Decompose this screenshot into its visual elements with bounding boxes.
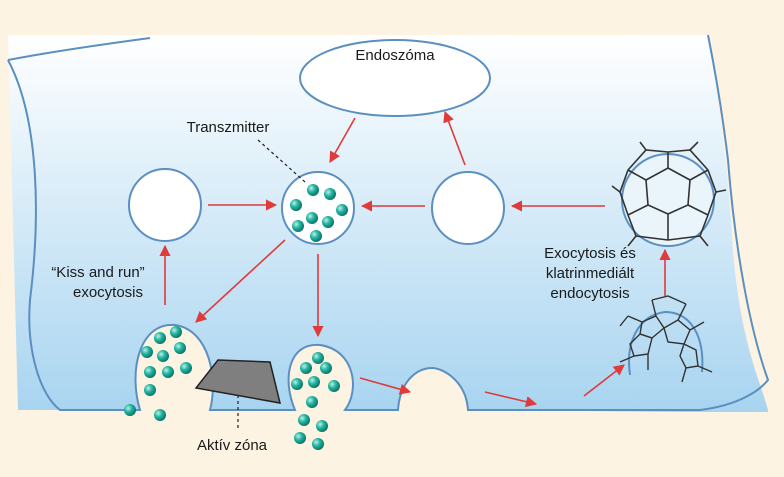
active-zone — [194, 359, 282, 404]
arrow-endosome-to-vesicle — [329, 117, 356, 163]
transmitter-pointer — [257, 139, 306, 183]
membrane-outline — [7, 34, 770, 411]
active-zone-label: Aktív zóna — [197, 437, 268, 454]
endosome-label: Endoszóma — [355, 47, 435, 64]
exo-endo-label-line1: Exocytosis és — [544, 245, 636, 262]
arrow-exo-to-dimple — [359, 377, 412, 395]
arrow-center-to-kiss — [195, 239, 286, 323]
arrow-dimple-to-pit — [484, 391, 538, 408]
kiss-and-run-label-line1: “Kiss and run” — [51, 264, 144, 281]
empty-vesicle-left — [128, 168, 202, 242]
endosome — [299, 39, 491, 117]
transmitter-label: Transzmitter — [187, 119, 270, 136]
kiss-and-run-label-line2: exocytosis — [73, 284, 143, 301]
empty-vesicle-right — [431, 171, 505, 245]
clathrin-coated-pit — [619, 295, 713, 383]
arrow-vesicle-to-endosome — [443, 110, 466, 166]
cycle-arrows — [159, 110, 671, 408]
exo-endo-label-line3: endocytosis — [550, 285, 629, 302]
exocytosis-release — [291, 352, 340, 450]
transmitter-group-center — [290, 184, 348, 242]
membrane-top-left — [7, 37, 151, 61]
exo-endo-label-line2: klatrinmediált — [546, 265, 635, 282]
arrow-pit-rise — [583, 364, 625, 397]
clathrin-coated-vesicle — [611, 141, 727, 247]
kiss-and-run-release — [124, 326, 192, 421]
